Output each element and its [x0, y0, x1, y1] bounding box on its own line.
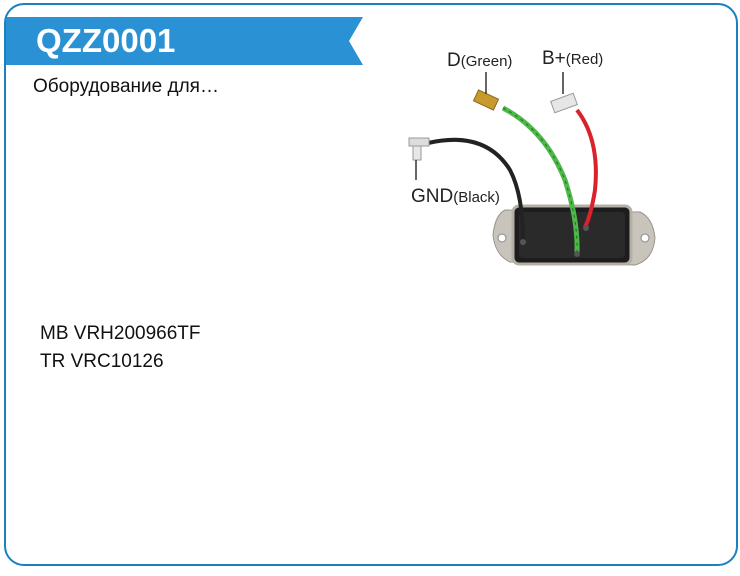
code-banner: QZZ0001	[6, 17, 363, 65]
cross-reference-list: MB VRH200966TF TR VRC10126	[40, 320, 201, 376]
wire-label-d: D(Green)	[447, 50, 512, 72]
voltage-regulator-illustration	[408, 72, 656, 266]
product-card	[4, 3, 738, 566]
product-image: D(Green) B+(Red) GND(Black)	[395, 30, 665, 290]
wire-label-gnd: GND(Black)	[411, 186, 500, 208]
cross-reference-item: MB VRH200966TF	[40, 323, 201, 344]
wire-color-red: (Red)	[565, 51, 604, 68]
cross-reference-item: TR VRC10126	[40, 351, 164, 372]
wire-color-black: (Black)	[453, 189, 500, 206]
product-subtitle: Оборудование для…	[33, 76, 219, 97]
wire-pin-b-plus: B+	[542, 48, 566, 69]
wire-color-green: (Green)	[460, 53, 513, 70]
product-code: QZZ0001	[36, 22, 176, 59]
banner-ribbon-shape	[6, 17, 363, 65]
wire-pin-gnd: GND	[411, 186, 454, 207]
wire-pin-d: D	[447, 50, 461, 71]
wire-label-b-plus: B+(Red)	[542, 48, 603, 70]
